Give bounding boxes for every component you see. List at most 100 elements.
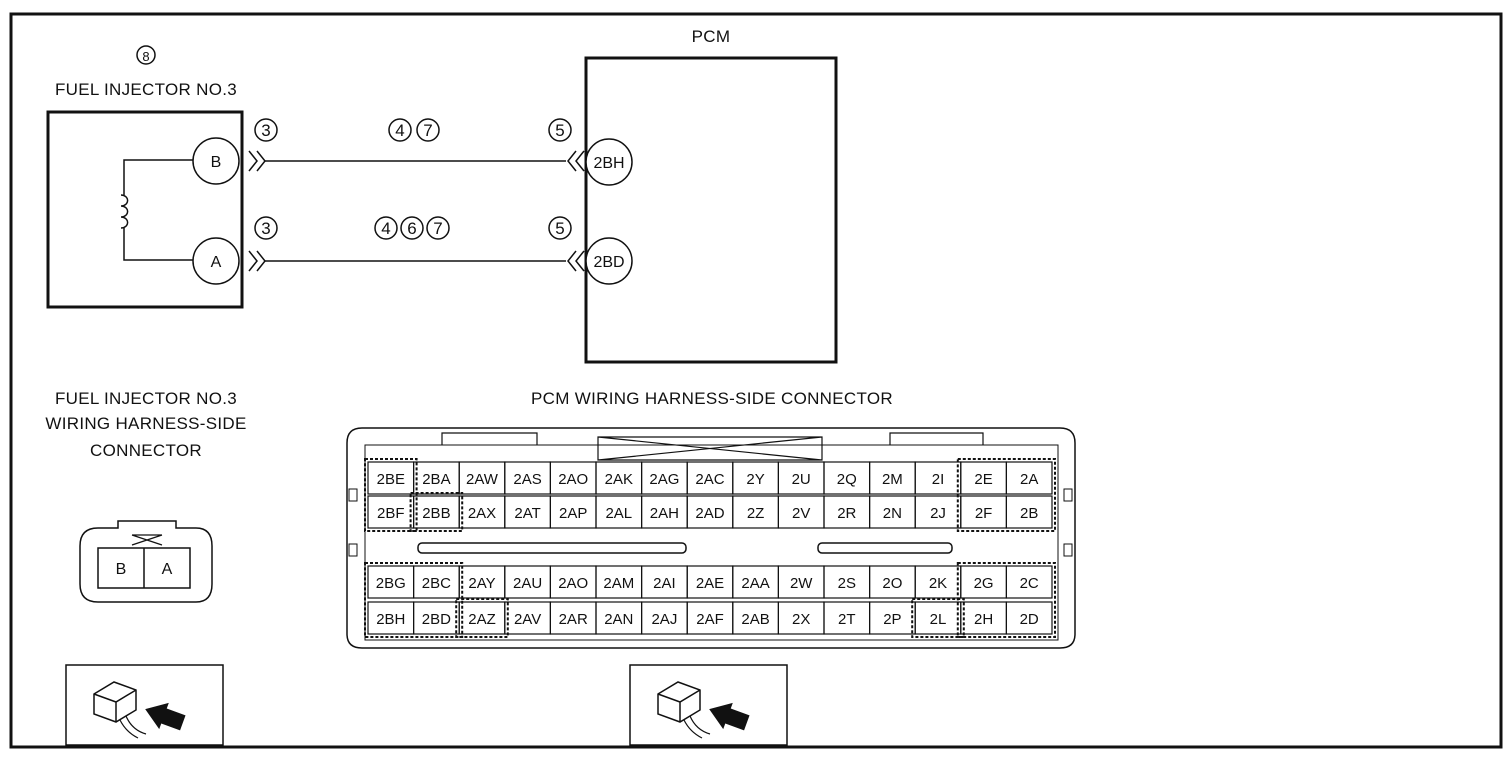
pin-label: 2AJ	[651, 611, 677, 628]
hatched-cavity-group	[956, 562, 1056, 638]
pcm-pin-2bh-label: 2BH	[593, 155, 624, 172]
hatched-cavity-group	[956, 458, 1056, 532]
side-notch	[348, 543, 358, 557]
pin-label: 2BH	[376, 611, 405, 628]
injector-connector-latch	[131, 534, 163, 546]
pin-label: 2N	[883, 505, 902, 522]
pcm-connector-hatched-blocks	[364, 458, 1056, 638]
injector-connector-shell	[79, 520, 213, 603]
view-icon-box-right	[629, 664, 788, 746]
pin-label: 2AP	[559, 505, 587, 522]
pin-label: 2AL	[605, 505, 632, 522]
pin-label: 2AR	[559, 611, 588, 628]
view-icon-frame	[65, 664, 224, 746]
wire-mid-ref: 4	[381, 219, 390, 238]
injector-title: FUEL INJECTOR NO.3	[55, 80, 237, 99]
pcm-connector-shell	[346, 427, 1076, 649]
pin-label: 2BA	[422, 471, 450, 488]
injector-body	[46, 110, 244, 309]
pcm-pin-2bh	[585, 138, 633, 186]
pin-label: 2G	[974, 575, 994, 592]
pcm-connector-key-left	[417, 542, 687, 554]
ref-circle	[254, 118, 278, 142]
connector-arrow-icon	[567, 250, 585, 272]
pin-label: 2V	[792, 505, 810, 522]
ref-circle	[374, 216, 398, 240]
pin-label: 2AT	[514, 505, 540, 522]
pin-label: 2AK	[605, 471, 633, 488]
pin-label: 2AG	[649, 471, 679, 488]
coil-icon	[120, 194, 129, 229]
pin-label: 2U	[792, 471, 811, 488]
wire-mid-ref: 4	[395, 121, 404, 140]
pin-label: 2AM	[603, 575, 634, 592]
injector-pin-b-label: B	[211, 154, 222, 171]
pcm: PCM 2BH 2BD	[584, 27, 838, 364]
pin-label: 2L	[930, 611, 947, 628]
hatched-cavity-group	[455, 598, 509, 638]
wire-b-2bh: 3 4 7 5	[248, 118, 585, 172]
pin-cell	[1005, 461, 1053, 495]
pin-label: 2O	[882, 575, 902, 592]
pin-label: 2AZ	[468, 611, 496, 628]
pin-label: 2AN	[604, 611, 633, 628]
pcm-pin-2bd	[585, 237, 633, 285]
ref-circle	[548, 118, 572, 142]
pin-cell	[1005, 495, 1053, 529]
connector-view-arrow-icon	[93, 681, 186, 739]
pin-label: 2W	[790, 575, 813, 592]
pcm-body	[584, 56, 838, 364]
pin-label: 2BF	[377, 505, 405, 522]
injector-ref-circle	[136, 45, 156, 65]
side-notch	[1063, 543, 1073, 557]
pin-label: 2AF	[696, 611, 724, 628]
ref-circle	[254, 216, 278, 240]
pin-label: 2H	[974, 611, 993, 628]
injector-connector-pin-a: A	[162, 561, 173, 578]
pin-label: 2AY	[468, 575, 495, 592]
hatched-cavity-group	[364, 458, 418, 532]
ref-circle	[416, 118, 440, 142]
connector-arrow-icon	[248, 150, 266, 172]
wire-end-ref: 5	[555, 219, 564, 238]
pin-label: 2AE	[696, 575, 724, 592]
pin-label: 2P	[883, 611, 901, 628]
pin-label: 2AO	[558, 575, 588, 592]
pin-label: 2BB	[422, 505, 450, 522]
pcm-pin-2bd-label: 2BD	[593, 254, 624, 271]
ref-circle	[388, 118, 412, 142]
pin-cell	[1005, 601, 1053, 635]
pin-label: 2AA	[741, 575, 769, 592]
pin-label: 2AV	[514, 611, 541, 628]
pin-label: 2J	[930, 505, 946, 522]
pin-label: 2AS	[513, 471, 541, 488]
pin-label: 2Y	[746, 471, 764, 488]
ref-circle	[548, 216, 572, 240]
pin-label: 2AI	[653, 575, 676, 592]
side-notch	[348, 488, 358, 502]
view-icon-frame	[629, 664, 788, 746]
injector-connector-title-line-3: CONNECTOR	[90, 441, 202, 460]
pin-label: 2X	[792, 611, 810, 628]
diagram-frame	[9, 12, 1503, 749]
pin-label: 2BD	[422, 611, 451, 628]
injector-pin-a-label: A	[211, 254, 222, 271]
wire-a-2bd: 3 4 6 7 5	[248, 216, 585, 272]
pin-label: 2AW	[466, 471, 499, 488]
wire-mid-ref: 6	[407, 219, 416, 238]
pin-label: 2Q	[837, 471, 857, 488]
pin-label: 2R	[837, 505, 856, 522]
side-notch	[1063, 488, 1073, 502]
pin-label: 2BE	[377, 471, 405, 488]
pin-label: 2E	[974, 471, 992, 488]
wire-start-ref: 3	[261, 219, 270, 238]
pin-label: 2S	[838, 575, 856, 592]
pin-label: 2F	[975, 505, 993, 522]
wire-mid-ref: 7	[423, 121, 432, 140]
pcm-connector-latch-left	[441, 432, 538, 445]
pin-label: 2K	[929, 575, 947, 592]
wire-start-ref: 3	[261, 121, 270, 140]
injector-harness-connector: FUEL INJECTOR NO.3 WIRING HARNESS-SIDE C…	[45, 389, 246, 603]
